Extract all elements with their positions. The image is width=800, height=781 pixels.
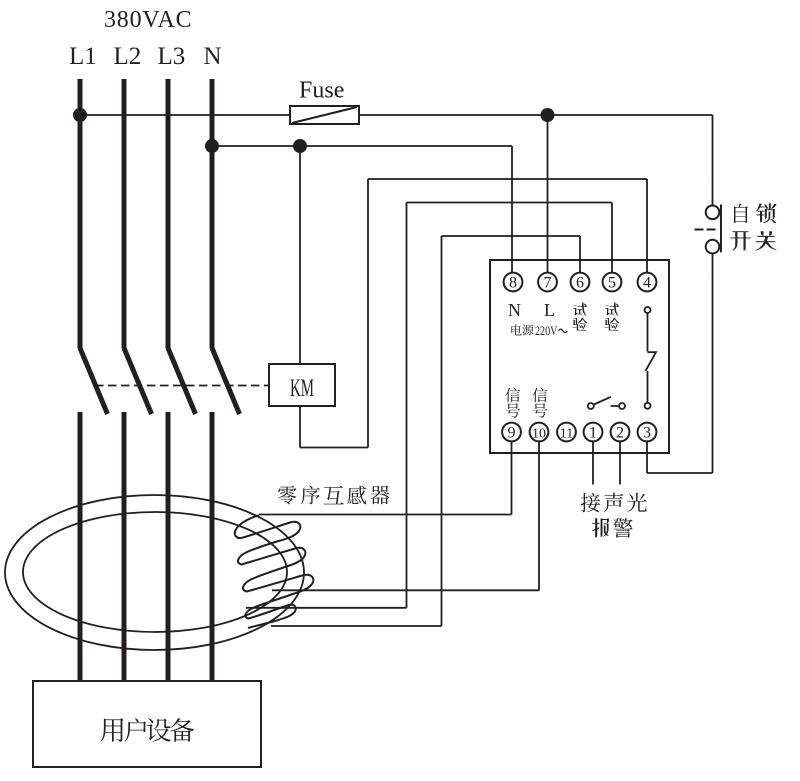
svg-text:KM: KM xyxy=(290,375,314,402)
svg-text:4: 4 xyxy=(643,275,651,292)
svg-text:Fuse: Fuse xyxy=(299,78,344,104)
svg-text:2: 2 xyxy=(616,425,624,442)
svg-text:380VAC: 380VAC xyxy=(104,7,192,33)
svg-text:L2: L2 xyxy=(114,43,142,70)
svg-text:6: 6 xyxy=(576,275,584,292)
svg-text:L: L xyxy=(544,300,555,320)
svg-text:L3: L3 xyxy=(158,43,186,70)
svg-text:N: N xyxy=(508,300,521,320)
svg-text:8: 8 xyxy=(509,275,517,292)
svg-text:5: 5 xyxy=(608,275,616,292)
svg-text:10: 10 xyxy=(532,427,546,442)
svg-text:L1: L1 xyxy=(69,43,97,70)
svg-text:3: 3 xyxy=(643,425,651,442)
svg-text:11: 11 xyxy=(560,427,573,442)
svg-text:1: 1 xyxy=(589,425,597,442)
svg-text:220V: 220V xyxy=(535,323,558,338)
svg-text:N: N xyxy=(204,43,222,70)
svg-text:7: 7 xyxy=(544,275,552,292)
svg-text:9: 9 xyxy=(508,425,516,442)
